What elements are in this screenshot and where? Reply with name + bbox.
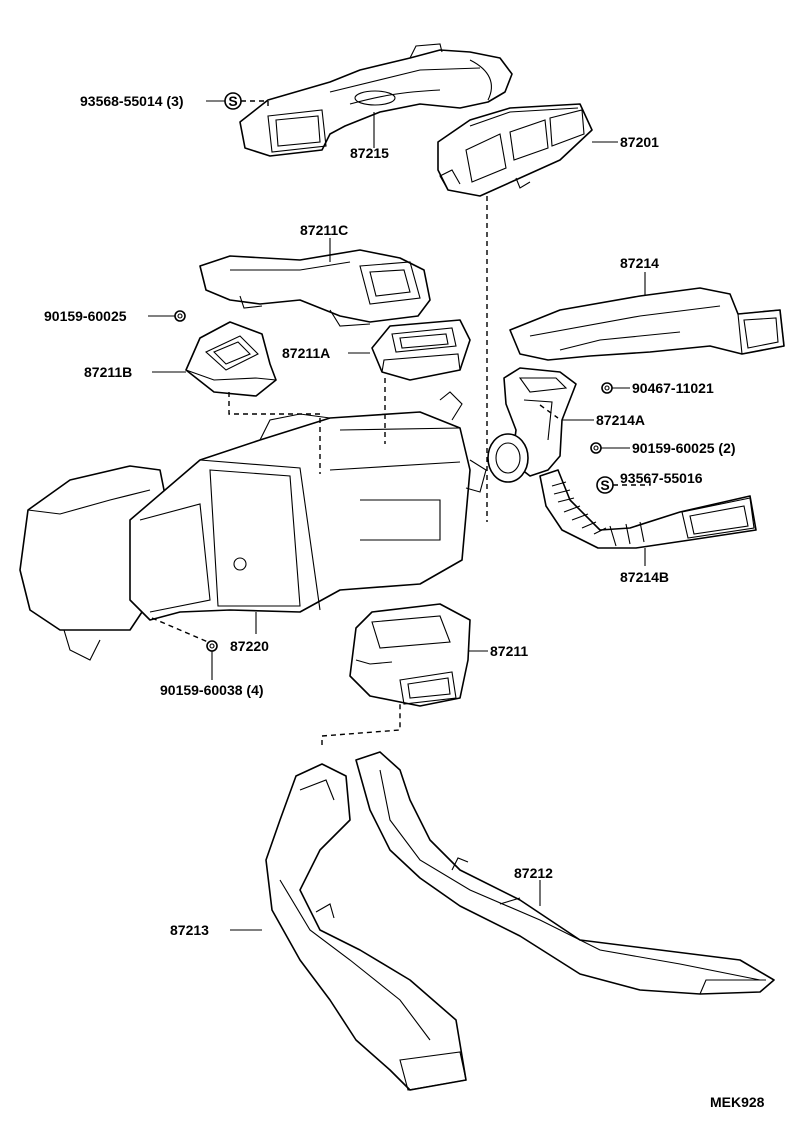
duct-87215: [239, 43, 513, 157]
label-87211b: 87211B: [84, 364, 132, 380]
label-93567-55016: 93567-55016: [620, 470, 703, 486]
label-90467-11021: 90467-11021: [632, 380, 714, 396]
label-87220: 87220: [230, 638, 269, 654]
label-87211a: 87211A: [282, 345, 330, 361]
fastener-90159-60025-b: [590, 442, 602, 454]
label-90159-60025-a: 90159-60025: [44, 308, 127, 324]
fastener-90159-60025-a: [174, 310, 186, 322]
duct-87213: [265, 763, 467, 1091]
label-87214b: 87214B: [620, 569, 669, 585]
label-90159-60025-b: 90159-60025 (2): [632, 440, 736, 456]
duct-87211c: [199, 249, 431, 327]
label-87214a: 87214A: [596, 412, 645, 428]
label-87211: 87211: [490, 643, 528, 659]
duct-87211b: [185, 321, 277, 397]
duct-87214: [509, 287, 785, 361]
alignment-lines: [151, 100, 651, 745]
heater-unit-87220: [19, 391, 487, 661]
label-90159-60038: 90159-60038 (4): [160, 682, 264, 698]
label-87212: 87212: [514, 865, 553, 881]
duct-87212: [355, 751, 775, 995]
label-87215: 87215: [350, 145, 389, 161]
label-93568-55014: 93568-55014 (3): [80, 93, 184, 109]
clip-symbol-93567: S: [596, 476, 614, 494]
register-87201: [437, 103, 593, 197]
label-87201: 87201: [620, 134, 659, 150]
diagram-code: MEK928: [710, 1094, 765, 1110]
duct-87214b: [539, 469, 757, 549]
label-87213: 87213: [170, 922, 209, 938]
svg-text:S: S: [228, 93, 237, 109]
fastener-90159-60038: [206, 640, 218, 652]
fastener-90467-11021: [601, 382, 613, 394]
leader-lines: [148, 100, 646, 931]
duct-87214a: [487, 367, 577, 483]
label-87214: 87214: [620, 255, 659, 271]
clip-symbol-93568: S: [224, 92, 242, 110]
duct-87211: [349, 603, 471, 707]
svg-text:S: S: [600, 477, 609, 493]
duct-87211a: [371, 319, 471, 381]
label-87211c: 87211C: [300, 222, 348, 238]
